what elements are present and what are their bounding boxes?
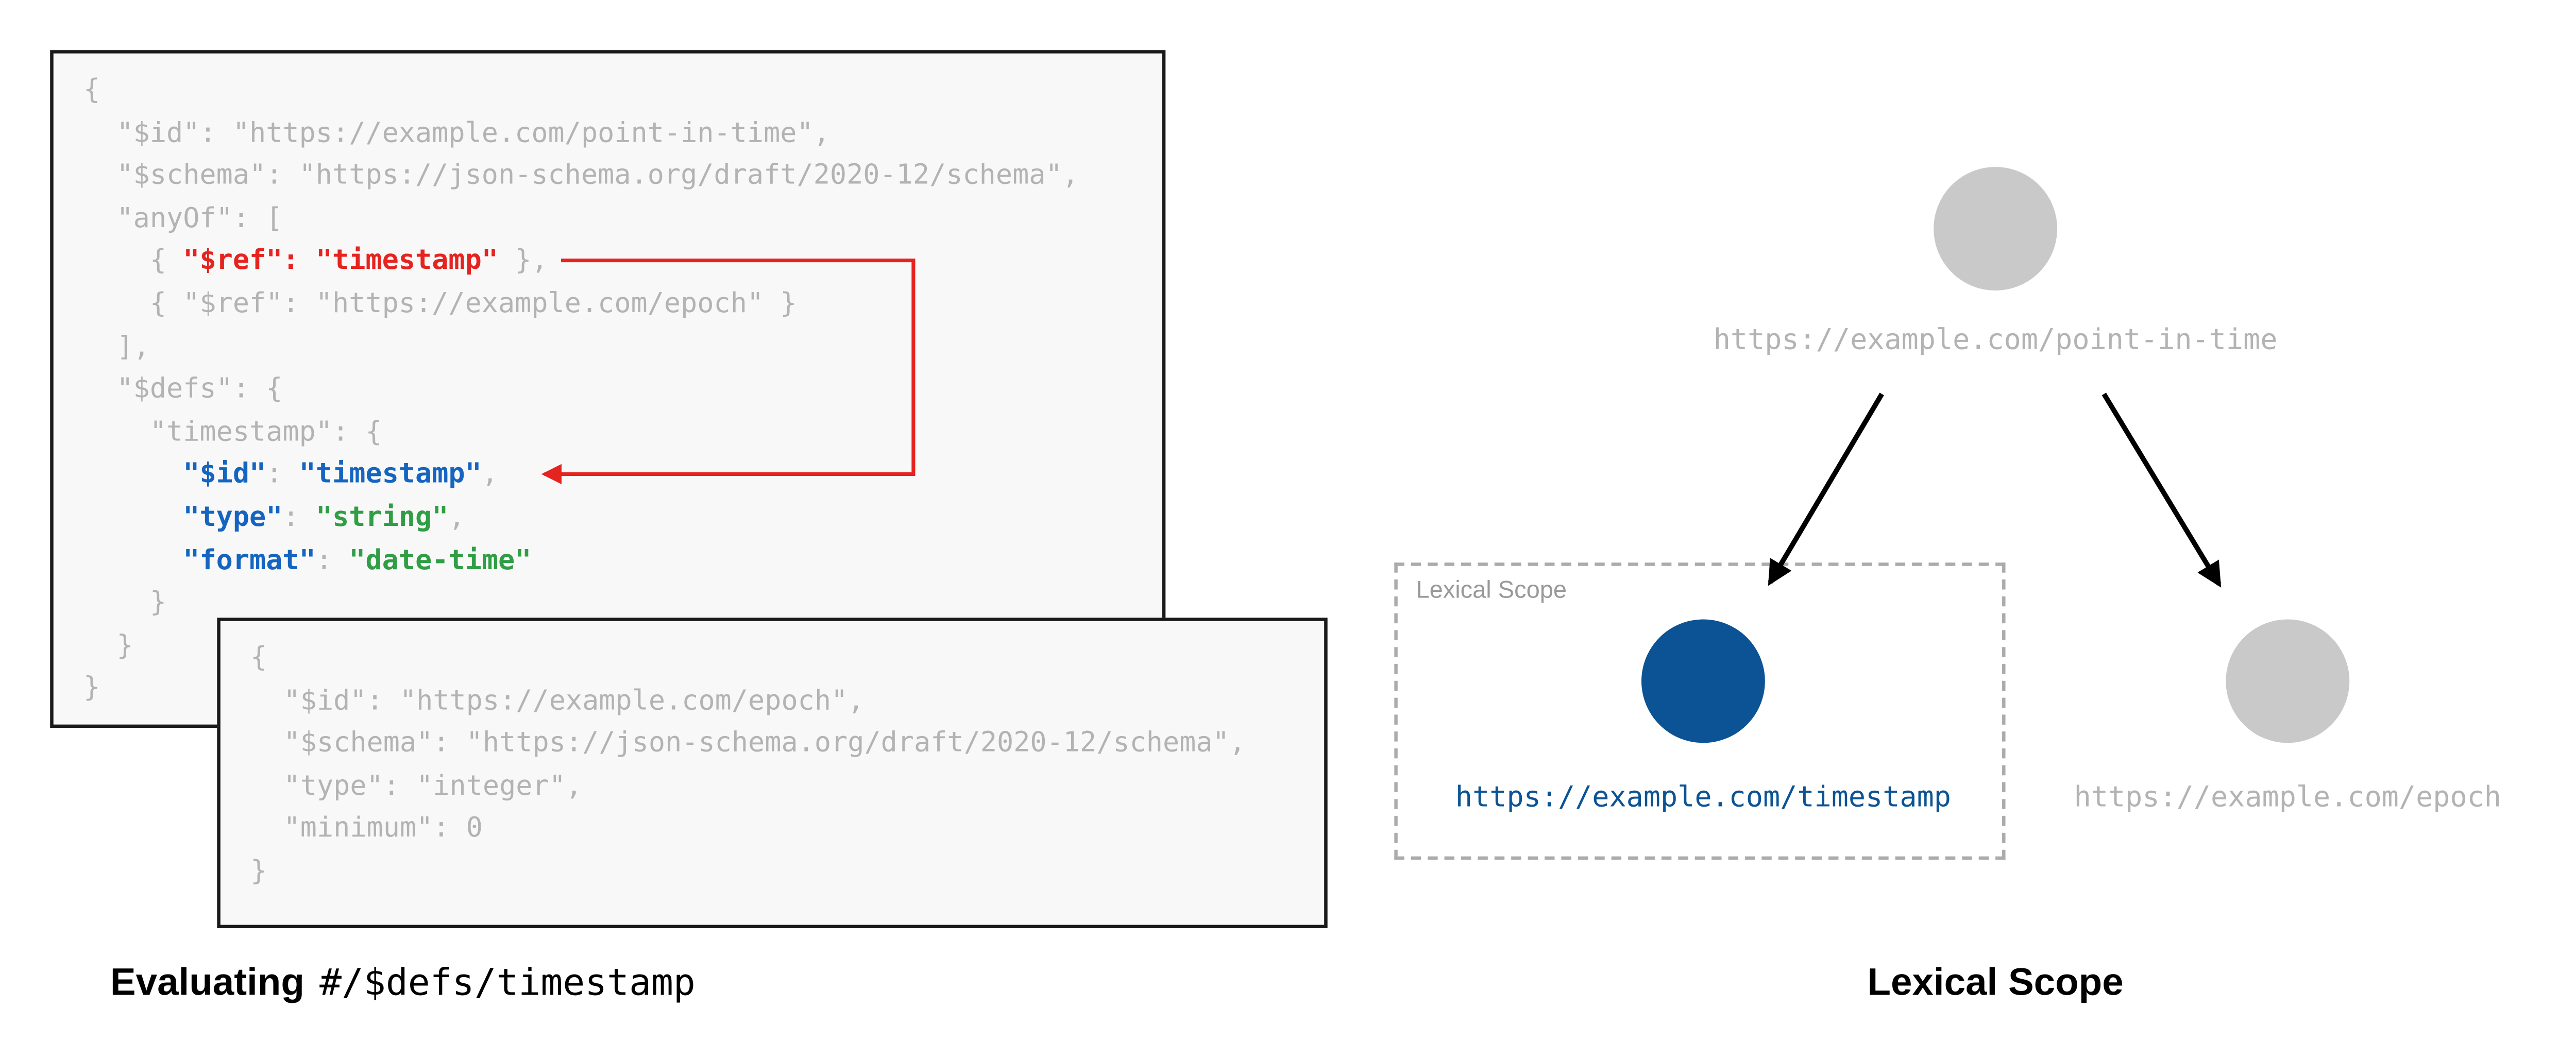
node-label-timestamp: https://example.com/timestamp <box>1455 781 1951 815</box>
node-point-in-time <box>1934 167 2058 291</box>
code-token: "type": "integer", <box>250 769 583 801</box>
code-line: "timestamp": { <box>83 411 1079 453</box>
code-token: "$ref": "timestamp" <box>183 244 499 276</box>
code-block-epoch: { "$id": "https://example.com/epoch", "$… <box>250 636 1246 893</box>
node-timestamp <box>1641 619 1765 743</box>
code-line: { <box>83 69 1079 111</box>
code-token: "timestamp": { <box>83 415 382 447</box>
code-token: }, <box>498 244 548 276</box>
node-epoch <box>2226 619 2350 743</box>
code-line: "$defs": { <box>83 368 1079 411</box>
right-caption: Lexical Scope <box>1867 960 2124 1003</box>
code-line: "$schema": "https://json-schema.org/draf… <box>250 722 1246 764</box>
lexical-scope-box-label: Lexical Scope <box>1416 577 1567 605</box>
code-line: } <box>250 850 1246 893</box>
code-line: } <box>83 581 1079 624</box>
code-token: "format" <box>183 543 316 575</box>
code-line: "anyOf": [ <box>83 197 1079 240</box>
caption-evaluating-label: Evaluating <box>110 960 304 1003</box>
code-line: } <box>83 624 1079 667</box>
code-line: "format": "date-time" <box>83 538 1079 581</box>
code-token: "$schema": "https://json-schema.org/draf… <box>83 159 1079 191</box>
code-token: "type" <box>183 501 283 533</box>
code-token: "date-time" <box>349 543 532 575</box>
code-line: ], <box>83 325 1079 368</box>
code-block-point-in-time: { "$id": "https://example.com/point-in-t… <box>83 69 1079 709</box>
left-caption: Evaluating #/$defs/timestamp <box>110 960 696 1005</box>
code-token: "$schema": "https://json-schema.org/draf… <box>250 726 1246 759</box>
code-line: { "$ref": "timestamp" }, <box>83 240 1079 282</box>
code-token: , <box>448 501 465 533</box>
code-line: "$id": "https://example.com/point-in-tim… <box>83 111 1079 154</box>
code-token: : <box>315 543 349 575</box>
code-token: : <box>266 458 299 490</box>
code-token <box>83 543 183 575</box>
code-token: "$id": "https://example.com/point-in-tim… <box>83 116 830 148</box>
code-line: "$schema": "https://json-schema.org/draf… <box>83 154 1079 197</box>
node-label-epoch: https://example.com/epoch <box>2074 781 2501 815</box>
node-label-point-in-time: https://example.com/point-in-time <box>1713 323 2278 357</box>
edge-root-to-epoch <box>2102 392 2222 588</box>
code-token: "minimum": 0 <box>250 812 483 844</box>
code-token: ], <box>83 330 150 362</box>
code-line: { <box>250 636 1246 679</box>
code-line: "type": "string", <box>83 496 1079 538</box>
code-line: } <box>83 667 1079 709</box>
code-token: "$defs": { <box>83 372 283 404</box>
schema-panel-epoch: { "$id": "https://example.com/epoch", "$… <box>217 618 1328 929</box>
code-token: "anyOf": [ <box>83 201 283 234</box>
code-token <box>83 501 183 533</box>
code-token: "timestamp" <box>299 458 482 490</box>
code-token <box>83 458 183 490</box>
code-token: "$id": "https://example.com/epoch", <box>250 684 865 716</box>
edge-root-to-timestamp <box>1768 392 1884 586</box>
code-token: } <box>83 628 133 661</box>
code-token: : <box>282 501 316 533</box>
code-token: } <box>83 671 100 704</box>
code-line: { "$ref": "https://example.com/epoch" } <box>83 282 1079 325</box>
code-token: { <box>83 244 183 276</box>
code-token: { "$ref": "https://example.com/epoch" } <box>83 287 797 319</box>
code-line: "type": "integer", <box>250 764 1246 807</box>
code-token: "string" <box>315 501 449 533</box>
code-line: "$id": "timestamp", <box>83 453 1079 496</box>
schema-panel-point-in-time: { "$id": "https://example.com/point-in-t… <box>50 50 1166 728</box>
code-token: } <box>83 586 167 618</box>
caption-pointer-path: #/$defs/timestamp <box>319 963 696 1005</box>
code-token: "$id" <box>183 458 266 490</box>
code-token: } <box>250 855 267 886</box>
code-token: { <box>83 73 100 106</box>
code-token: , <box>481 458 499 490</box>
code-line: "minimum": 0 <box>250 807 1246 850</box>
lexical-scope-box: Lexical Scope <box>1394 562 2006 860</box>
code-token: { <box>250 641 267 673</box>
code-line: "$id": "https://example.com/epoch", <box>250 679 1246 722</box>
